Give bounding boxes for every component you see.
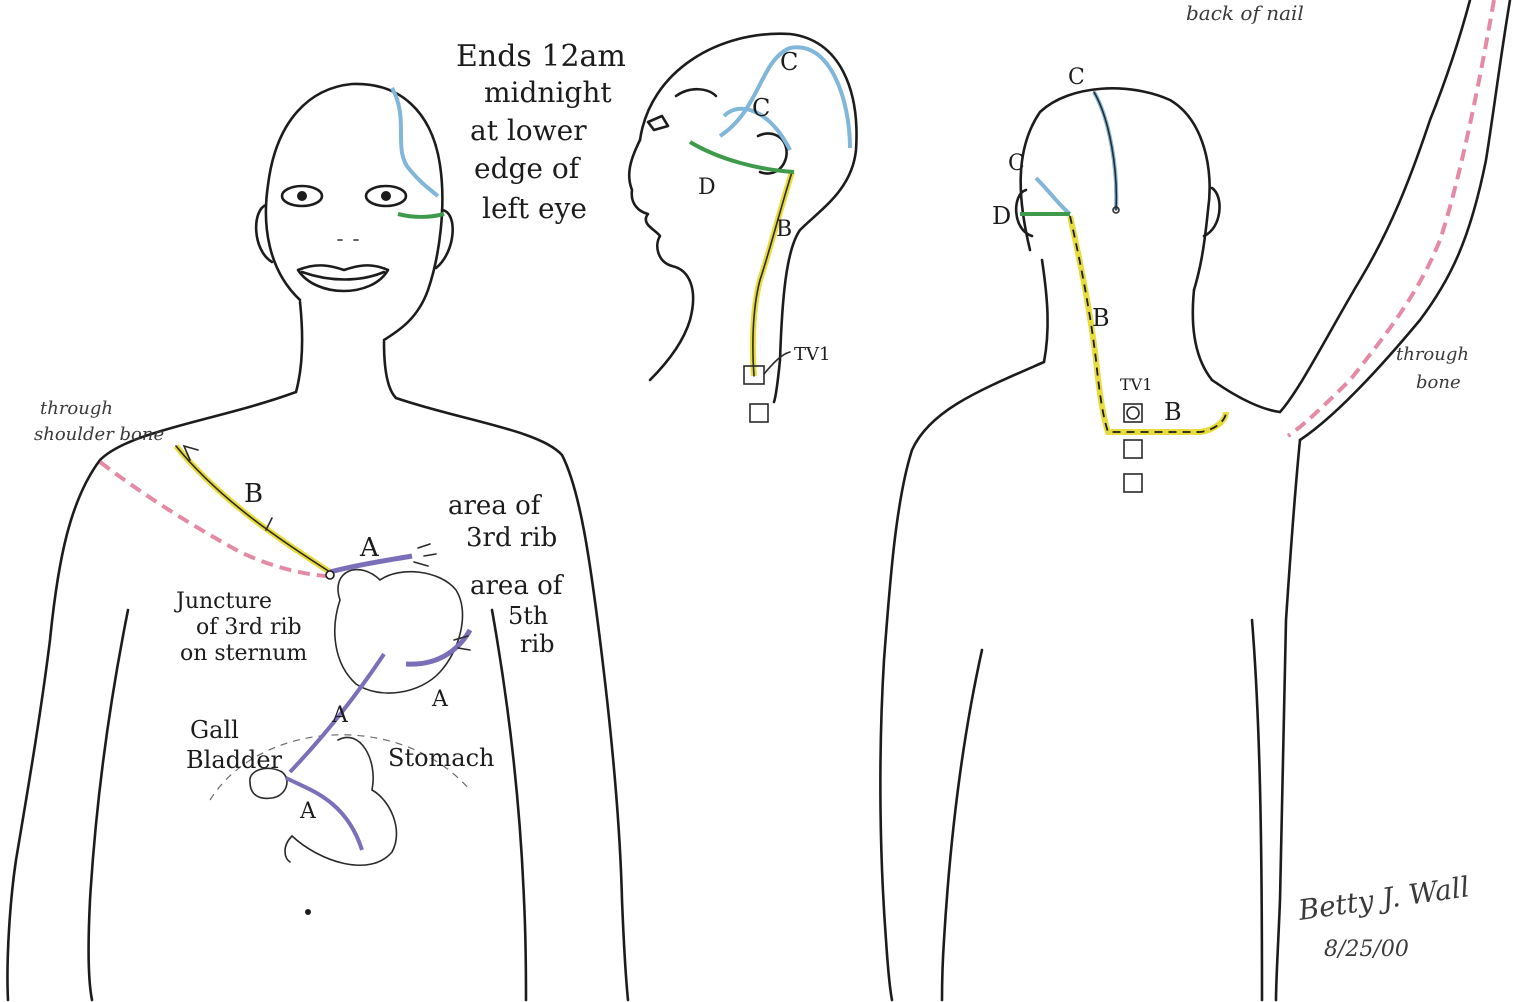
channel-c-blue-face bbox=[392, 88, 438, 196]
label-b-side: B bbox=[776, 217, 792, 242]
label-c-side-top: C bbox=[780, 48, 798, 76]
front-mouth bbox=[298, 265, 388, 291]
text-labels: Ends 12am midnight at lower edge of left… bbox=[34, 1, 1471, 962]
raised-arm-inner bbox=[1300, 0, 1510, 440]
front-neck-right bbox=[384, 342, 396, 398]
label-a-front-top: A bbox=[359, 533, 380, 563]
juncture-point bbox=[326, 571, 334, 579]
signature-name: Betty J. Wall bbox=[1295, 870, 1471, 927]
ends-note-line2: midnight bbox=[484, 76, 612, 109]
label-c-back-top: C bbox=[1068, 65, 1085, 90]
back-torso-right bbox=[1276, 440, 1300, 1000]
channel-c-blue-back-2 bbox=[1036, 178, 1070, 214]
channel-b-yellow-front bbox=[176, 446, 330, 572]
front-navel bbox=[305, 909, 311, 915]
front-inner-arm-right bbox=[492, 610, 526, 1000]
back-inner-arm-right bbox=[1252, 620, 1262, 1000]
label-b-front: B bbox=[244, 479, 263, 509]
label-c-back-mid: C bbox=[1008, 151, 1025, 176]
area5-line1: area of bbox=[470, 571, 565, 601]
label-tv1-back: TV1 bbox=[1120, 375, 1152, 394]
back-neck-left bbox=[1042, 260, 1048, 362]
through-shoulder-line1: through bbox=[40, 398, 113, 419]
area3-dash bbox=[414, 544, 436, 566]
channel-c-back-ink bbox=[1094, 92, 1116, 210]
back-torso-left bbox=[880, 362, 1044, 1000]
area5-line2: 5th bbox=[508, 602, 548, 630]
ends-note-line3: at lower bbox=[470, 114, 587, 147]
signature-date: 8/25/00 bbox=[1324, 937, 1409, 962]
front-torso-right bbox=[396, 398, 628, 1000]
front-pupil-left bbox=[297, 191, 307, 201]
channel-pink-shoulder bbox=[100, 462, 326, 576]
back-of-nail-note: back of nail bbox=[1186, 1, 1304, 25]
through-bone-line2: bone bbox=[1416, 372, 1461, 393]
gall-line2: Bladder bbox=[186, 746, 283, 774]
back-box-3 bbox=[1124, 474, 1142, 492]
juncture-line1: Juncture bbox=[174, 589, 272, 614]
side-box-2 bbox=[750, 404, 768, 422]
label-b-back-shoulder: B bbox=[1164, 398, 1182, 426]
label-a-front-rib: A bbox=[431, 687, 449, 712]
label-d-back: D bbox=[992, 202, 1011, 230]
front-ear-left bbox=[256, 205, 272, 262]
label-d-side: D bbox=[698, 175, 716, 200]
back-neck-right bbox=[1193, 290, 1212, 380]
gall-line1: Gall bbox=[190, 716, 239, 744]
back-box-2 bbox=[1124, 440, 1142, 458]
stomach-label: Stomach bbox=[388, 744, 495, 772]
label-c-side-mid: C bbox=[752, 94, 770, 122]
label-a-front-mid: A bbox=[331, 703, 349, 728]
area3-line2: 3rd rib bbox=[466, 523, 557, 553]
label-a-front-low: A bbox=[299, 799, 317, 824]
channel-d-green-side bbox=[690, 142, 794, 172]
back-shoulder-right bbox=[1212, 380, 1280, 412]
ends-note-line4: edge of bbox=[474, 152, 582, 185]
front-head-outline bbox=[266, 84, 442, 340]
label-tv1-side: TV1 bbox=[794, 344, 830, 365]
side-eye bbox=[648, 116, 668, 130]
back-body-figure bbox=[880, 0, 1510, 1000]
channel-pink-arm bbox=[1288, 0, 1494, 436]
ends-note-line1: Ends 12am bbox=[456, 39, 626, 74]
area5-line3: rib bbox=[520, 630, 555, 658]
through-shoulder-line2: shoulder bone bbox=[34, 424, 164, 445]
heart-outline bbox=[335, 570, 463, 693]
juncture-line3: on sternum bbox=[180, 641, 307, 666]
label-b-back-neck: B bbox=[1092, 304, 1110, 332]
juncture-line2: of 3rd rib bbox=[196, 615, 302, 640]
front-pupil-right bbox=[381, 191, 391, 201]
channel-d-green-face bbox=[398, 214, 444, 217]
area3-line1: area of bbox=[448, 491, 543, 521]
front-inner-arm-left bbox=[89, 610, 128, 1000]
side-face-profile bbox=[629, 140, 693, 380]
channel-b-front-ink bbox=[176, 446, 330, 572]
through-bone-line1: through bbox=[1396, 344, 1469, 365]
tv1-leader-side bbox=[764, 352, 790, 374]
back-channels bbox=[1020, 0, 1494, 492]
back-inner-arm-left bbox=[942, 650, 982, 1000]
front-neck-left bbox=[296, 302, 302, 392]
ends-note-line5: left eye bbox=[482, 192, 587, 225]
side-brow bbox=[676, 89, 716, 96]
back-tv1-marker bbox=[1127, 407, 1139, 419]
channel-a-purple-stomach bbox=[286, 778, 362, 850]
